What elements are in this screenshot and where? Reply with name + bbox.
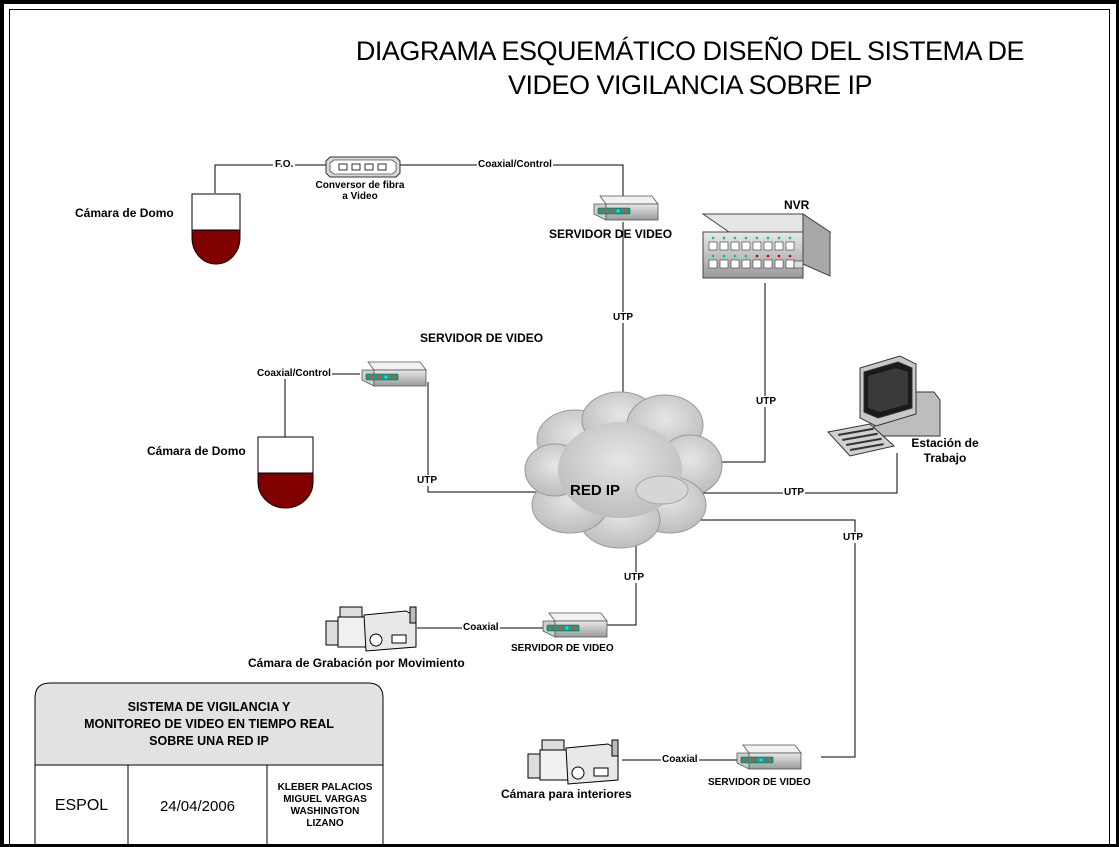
title-block-author-line-3: WASHINGTON <box>290 806 360 817</box>
dome-camera-label-2: Cámara de Domo <box>147 444 246 458</box>
coax-control-link-2 <box>284 373 360 437</box>
dome-camera-icon <box>191 193 241 265</box>
converter-label: Conversor de fibra a Video <box>300 180 420 202</box>
indoor-camera-icon <box>527 739 619 785</box>
motion-camera-icon <box>325 606 417 652</box>
indoor-camera-label: Cámara para interiores <box>501 787 632 801</box>
inner-border <box>9 9 1110 847</box>
utp-label-server1: UTP <box>612 312 634 323</box>
utp-link-server4 <box>688 519 856 758</box>
utp-label-server2: UTP <box>416 475 438 486</box>
workstation-label-line-2: Trabajo <box>923 451 967 465</box>
motion-camera-label: Cámara de Grabación por Movimiento <box>248 656 465 670</box>
video-server-icon <box>542 612 608 638</box>
video-server-label-4: SERVIDOR DE VIDEO <box>708 777 811 788</box>
title-block-author-line-2: MIGUEL VARGAS <box>283 794 367 805</box>
video-server-icon <box>361 361 427 387</box>
coax-label-motion: Coaxial <box>462 622 500 633</box>
title-block-header: SISTEMA DE VIGILANCIA Y MONITOREO DE VID… <box>35 683 383 765</box>
diagram-title: DIAGRAMA ESQUEMÁTICO DISEÑO DEL SISTEMA … <box>310 34 1070 102</box>
utp-link-server2 <box>427 382 540 493</box>
title-block-institution: ESPOL <box>54 797 109 814</box>
title-block-author-line-4: LIZANO <box>306 818 344 829</box>
video-server-label-1: SERVIDOR DE VIDEO <box>549 227 673 241</box>
title-block-frame <box>34 682 384 846</box>
utp-label-server4: UTP <box>842 532 864 543</box>
video-server-icon <box>736 744 802 770</box>
coax-control-label-1: Coaxial/Control <box>477 159 553 170</box>
utp-link-server3 <box>598 540 637 626</box>
converter-label-line-1: Conversor de fibra <box>315 180 405 191</box>
title-block-author-line-1: KLEBER PALACIOS <box>277 782 373 793</box>
dome-camera-icon <box>257 436 314 509</box>
workstation-label: Estación de Trabajo <box>905 436 985 466</box>
video-server-label-3: SERVIDOR DE VIDEO <box>511 643 614 654</box>
title-block-date: 24/04/2006 <box>159 797 236 815</box>
utp-link-workstation <box>690 453 898 494</box>
fiber-converter-icon <box>325 156 401 178</box>
nvr-icon <box>701 213 832 279</box>
ip-network-label: RED IP <box>570 482 621 499</box>
video-server-icon <box>593 195 659 221</box>
title-line-2: VIDEO VIGILANCIA SOBRE IP <box>507 70 873 100</box>
title-block-authors: KLEBER PALACIOS MIGUEL VARGAS WASHINGTON… <box>267 766 383 846</box>
coax-control-link-1 <box>400 164 624 196</box>
coax-control-label-2: Coaxial/Control <box>256 368 332 379</box>
title-block-header-line-3: SOBRE UNA RED IP <box>149 733 269 748</box>
title-line-1: DIAGRAMA ESQUEMÁTICO DISEÑO DEL SISTEMA … <box>355 36 1025 66</box>
dome-camera-label-1: Cámara de Domo <box>75 206 174 220</box>
title-block-header-line-2: MONITOREO DE VIDEO EN TIEMPO REAL <box>84 716 334 731</box>
nvr-label: NVR <box>784 198 810 212</box>
converter-label-line-2: a Video <box>342 191 378 202</box>
title-block-header-line-1: SISTEMA DE VIGILANCIA Y <box>127 699 291 714</box>
utp-label-workstation: UTP <box>783 487 805 498</box>
workstation-icon <box>827 355 941 457</box>
utp-link-nvr <box>700 283 766 463</box>
coax-label-indoor: Coaxial <box>661 754 699 765</box>
utp-label-nvr: UTP <box>755 396 777 407</box>
ip-network-cloud-icon <box>524 391 723 549</box>
fo-link-label: F.O. <box>273 159 296 170</box>
workstation-label-line-1: Estación de <box>911 436 979 450</box>
utp-label-server3: UTP <box>623 572 645 583</box>
video-server-label-2: SERVIDOR DE VIDEO <box>420 331 544 345</box>
